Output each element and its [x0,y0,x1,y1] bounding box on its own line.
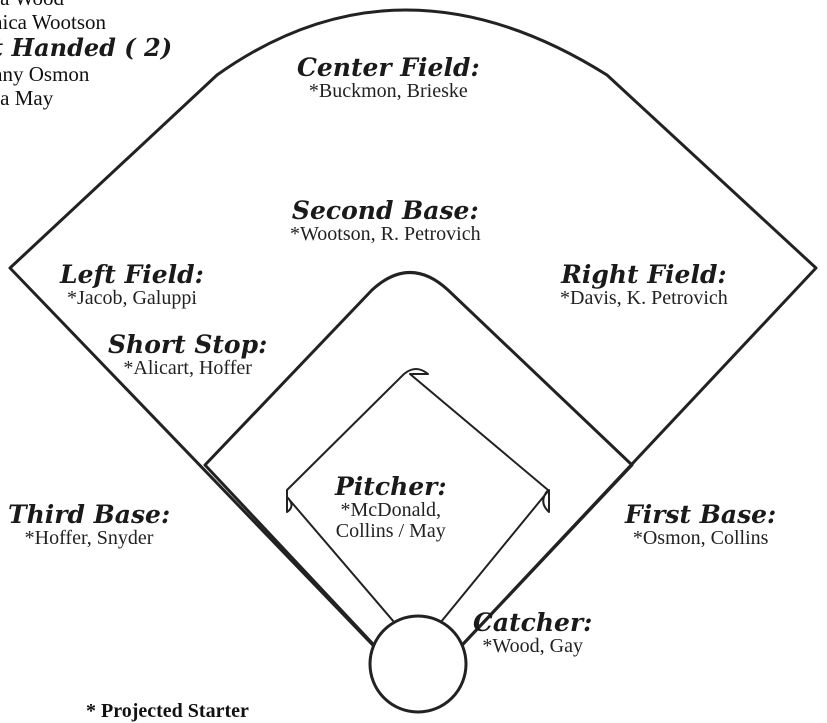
list-item: nny Osmon [0,62,172,86]
player-names: *Wood, Gay [473,636,592,657]
list-item: sa Wood [0,0,172,10]
projected-starter-footnote: * Projected Starter [86,700,249,723]
list-item: nica Wootson [0,10,172,34]
center-field-label: Center Field: *Buckmon, Brieske [297,55,480,102]
position-title: Short Stop: [108,332,267,358]
third-base-label: Third Base: *Hoffer, Snyder [8,502,170,549]
player-names: *Davis, K. Petrovich [560,288,728,309]
position-title: Center Field: [297,55,480,81]
list-item: sa May [0,86,172,110]
player-names: *McDonald, [335,500,447,521]
short-stop-label: Short Stop: *Alicart, Hoffer [108,332,267,379]
catcher-label: Catcher: *Wood, Gay [473,610,592,657]
first-base-label: First Base: *Osmon, Collins [625,502,776,549]
player-names: *Hoffer, Snyder [8,528,170,549]
player-names: *Wootson, R. Petrovich [290,224,481,245]
player-names: *Buckmon, Brieske [297,81,480,102]
second-base-label: Second Base: *Wootson, R. Petrovich [290,198,481,245]
position-title: Catcher: [473,610,592,636]
position-title: Pitcher: [335,474,447,500]
player-names: *Alicart, Hoffer [108,358,267,379]
position-title: Second Base: [290,198,481,224]
handed-heading: t Handed ( 2) [0,34,172,62]
player-names: *Jacob, Galuppi [60,288,204,309]
position-title: Third Base: [8,502,170,528]
position-title: Left Field: [60,262,204,288]
position-title: Right Field: [560,262,728,288]
left-field-label: Left Field: *Jacob, Galuppi [60,262,204,309]
player-names: *Osmon, Collins [625,528,776,549]
player-names: Collins / May [335,521,447,542]
pitcher-label: Pitcher: *McDonald, Collins / May [335,474,447,542]
right-field-label: Right Field: *Davis, K. Petrovich [560,262,728,309]
handed-player-list: sa Wood nica Wootson t Handed ( 2) nny O… [0,0,172,110]
home-plate-circle [370,616,466,712]
position-title: First Base: [625,502,776,528]
